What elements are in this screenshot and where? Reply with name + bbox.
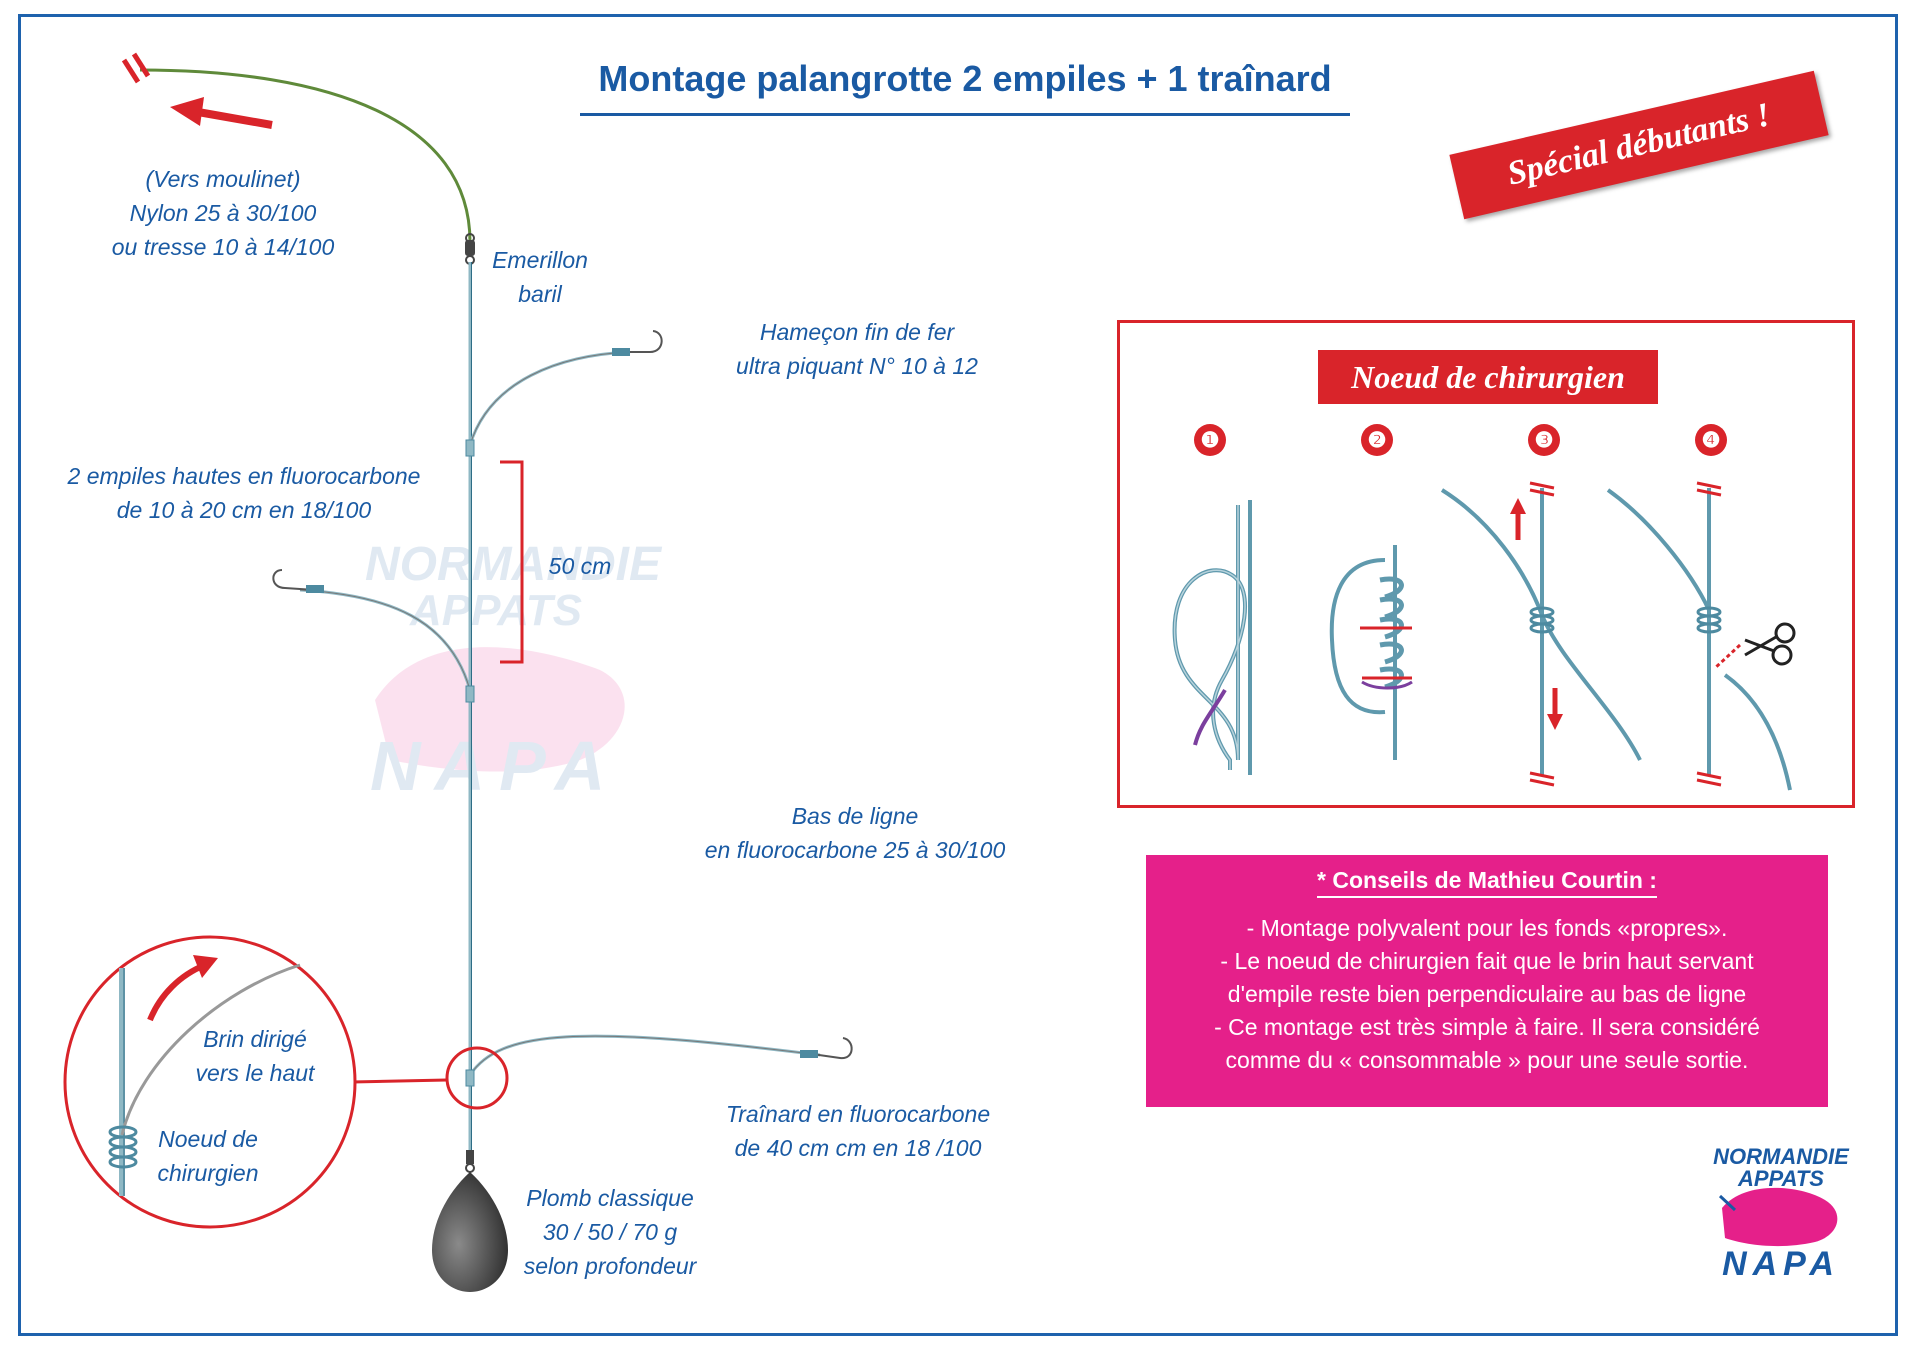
label-swivel: Emerillon baril xyxy=(492,247,588,307)
label-leader: Bas de ligne en fluorocarbone 25 à 30/10… xyxy=(704,803,1006,863)
spacing-bracket xyxy=(500,460,524,664)
hook-upper xyxy=(615,330,663,353)
step-2-badge: ❷ xyxy=(1361,424,1393,456)
label-reel-line: (Vers moulinet) Nylon 25 à 30/100 ou tre… xyxy=(111,166,335,260)
knot-step-2-drawing xyxy=(1329,545,1413,760)
label-trailer: Traînard en fluorocarbone de 40 cm cm en… xyxy=(725,1101,991,1161)
sinker xyxy=(432,1150,508,1292)
knot-step-1-drawing xyxy=(1172,500,1252,775)
step-4-badge: ❹ xyxy=(1695,424,1727,456)
zoom-marker xyxy=(445,1046,509,1110)
label-hook: Hameçon fin de fer ultra piquant N° 10 à… xyxy=(736,319,978,379)
label-zoom-knot: Noeud de chirurgien xyxy=(157,1126,259,1186)
cut-mark xyxy=(121,52,151,84)
hook-trailer xyxy=(804,1037,853,1060)
tips-line: - Le noeud de chirurgien fait que le bri… xyxy=(1220,948,1754,974)
knot-panel xyxy=(1117,320,1855,808)
knot-panel-title: Noeud de chirurgien xyxy=(1318,350,1658,404)
tips-line: comme du « consommable » pour une seule … xyxy=(1225,1047,1749,1073)
svg-text:NORMANDIE: NORMANDIE xyxy=(365,538,663,591)
direction-arrow-icon xyxy=(170,97,273,129)
scissors-icon xyxy=(1744,622,1796,666)
logo-fish-icon xyxy=(1718,1187,1838,1247)
upward-arrow-icon xyxy=(147,962,207,1022)
label-sinker: Plomb classique 30 / 50 / 70 g selon pro… xyxy=(523,1185,697,1279)
main-line-to-reel xyxy=(139,68,472,243)
title-underline xyxy=(580,113,1350,116)
page-frame xyxy=(18,14,1898,1336)
knot-step-4-drawing xyxy=(1606,481,1796,791)
tips-line: d'empile reste bien perpendiculaire au b… xyxy=(1227,981,1747,1007)
svg-text:APPATS: APPATS xyxy=(409,586,582,635)
trailer-line xyxy=(468,1034,821,1076)
watermark-logo: NORMANDIE APPATS NAPA xyxy=(365,538,663,805)
knot-zoom xyxy=(63,935,357,1229)
brand-logo: NORMANDIE APPATS NAPA xyxy=(1713,1144,1849,1283)
step-3-badge: ❸ xyxy=(1528,424,1560,456)
tips-heading: * Conseils de Mathieu Courtin : xyxy=(1317,867,1657,898)
knot-step-3-drawing xyxy=(1440,481,1642,787)
tips-box: * Conseils de Mathieu Courtin : - Montag… xyxy=(1146,855,1828,1107)
label-spacing: 50 cm xyxy=(548,553,612,579)
tips-line: - Montage polyvalent pour les fonds «pro… xyxy=(1246,915,1728,941)
svg-text:NAPA: NAPA xyxy=(370,727,619,805)
page-title: Montage palangrotte 2 empiles + 1 traîna… xyxy=(598,58,1332,99)
dropper-upper xyxy=(468,350,631,446)
step-1-badge: ❶ xyxy=(1194,424,1226,456)
label-droppers: 2 empiles hautes en fluorocarbone de 10 … xyxy=(67,463,421,523)
hook-lower xyxy=(272,569,316,591)
label-zoom-strand: Brin dirigé vers le haut xyxy=(195,1026,315,1086)
tips-line: - Ce montage est très simple à faire. Il… xyxy=(1214,1014,1760,1040)
